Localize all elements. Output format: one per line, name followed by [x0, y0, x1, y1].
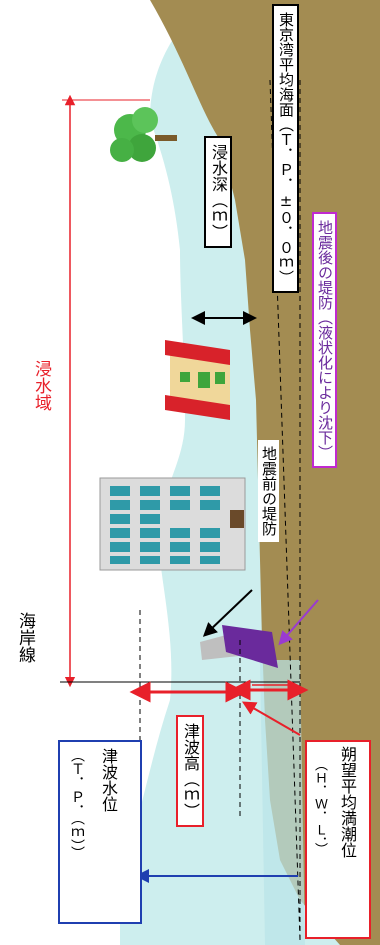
levee-after-icon [222, 625, 278, 668]
tsunami-water-level-box: 津波水位 （Ｔ．Ｐ．（ｍ）） [58, 740, 142, 924]
tokyo-bay-mean-sea-level-box: 東京湾平均海面（Ｔ．Ｐ．±０．０ｍ） [272, 4, 299, 293]
tsunami-water-level-unit: （Ｔ．Ｐ．（ｍ）） [69, 748, 85, 860]
coastline-label: 海岸線 [15, 612, 35, 663]
tree-icon [110, 107, 177, 162]
inundation-depth-box: 浸水深（ｍ） [204, 136, 232, 248]
levee-after-earthquake-label: 地震後の堤防（液状化により沈下） [312, 212, 337, 468]
inundation-area-label: 浸水域 [31, 360, 51, 411]
hwl-abbrev: （Ｈ．Ｗ．Ｌ．） [312, 758, 327, 856]
building-icon [99, 477, 246, 571]
hwl-title: 朔望平均満潮位 [338, 746, 357, 858]
tsunami-height-box: 津波高（ｍ） [176, 715, 204, 827]
tsunami-water-level-title: 津波水位 [99, 748, 118, 812]
house-icon [165, 340, 230, 420]
hwl-box: 朔望平均満潮位 （Ｈ．Ｗ．Ｌ．） [305, 740, 371, 939]
levee-before-earthquake-label: 地震前の堤防 [258, 440, 279, 542]
